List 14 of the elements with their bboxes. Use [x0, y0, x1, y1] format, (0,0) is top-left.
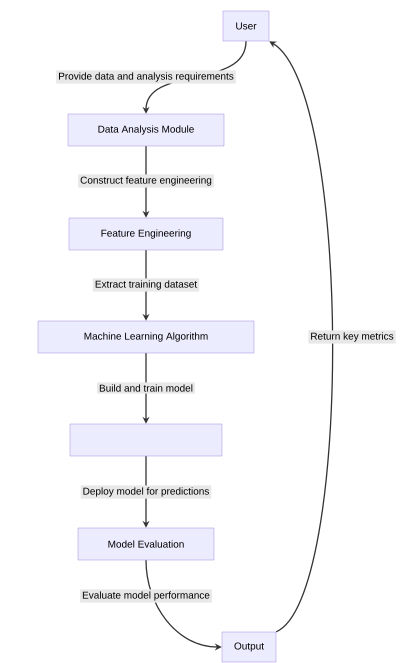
process-box: Feature Engineering — [68, 218, 224, 250]
edge-label: Build and train model — [97, 382, 195, 394]
process-box: Output — [222, 632, 276, 662]
edge-label: Construct feature engineering — [78, 174, 214, 188]
edge-label: Extract training dataset — [92, 278, 200, 292]
process-box: Model Evaluation — [78, 528, 214, 560]
process-box: Machine Learning Algorithm — [38, 320, 254, 354]
process-box: Data Analysis Module — [68, 114, 224, 146]
edge-label: Return key metrics — [308, 330, 396, 344]
process-box: User — [222, 10, 270, 42]
edge-label: Deploy model for predictions — [80, 485, 212, 499]
process-box — [70, 424, 222, 456]
edge-label: Provide data and analysis requirements — [56, 70, 236, 84]
edge-label: Evaluate model performance — [80, 589, 212, 603]
